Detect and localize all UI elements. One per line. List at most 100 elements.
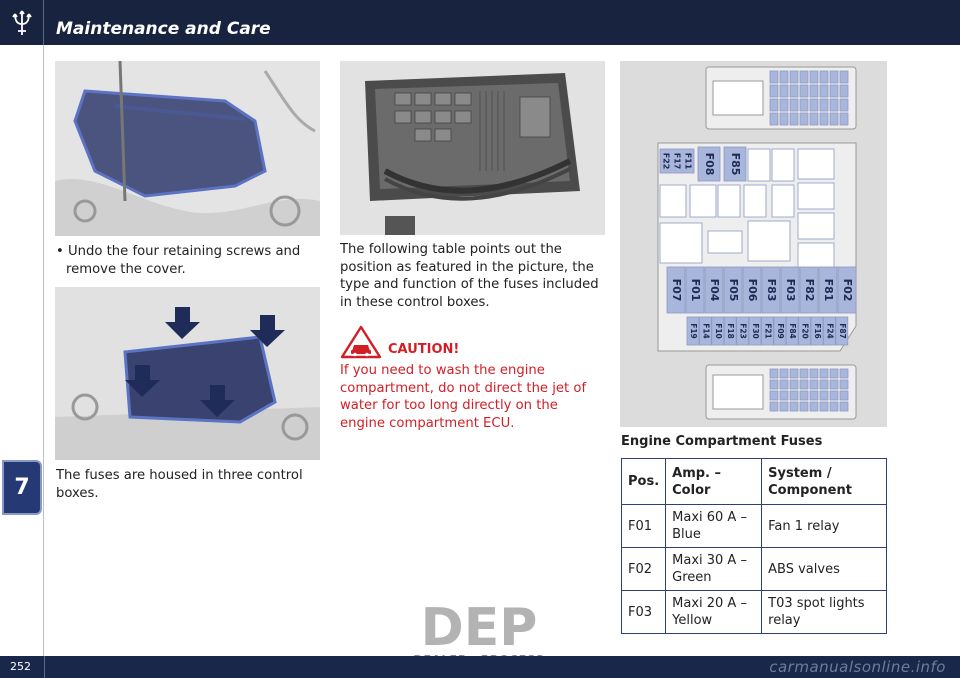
mini-fuse-slot — [819, 84, 829, 98]
mini-fuse-label: F24 — [825, 323, 834, 339]
mini-fuse-slot — [799, 390, 809, 401]
mini-fuse-slot — [809, 368, 819, 379]
mini-fuse-slot — [769, 401, 779, 412]
mini-fuse-label: F21 — [763, 323, 772, 339]
mini-fuse-slot — [809, 98, 819, 112]
maxi-fuse-slot — [799, 266, 819, 314]
mini-fuse-slot — [829, 70, 839, 84]
relay-slot — [771, 148, 795, 182]
mini-fuse-slot — [789, 368, 799, 379]
mini-fuse-slot — [799, 98, 809, 112]
mini-fuse-slot — [799, 401, 809, 412]
mini-fuse-label: F18 — [726, 323, 735, 339]
mini-fuse-slot — [769, 390, 779, 401]
relay-slot — [797, 182, 835, 210]
mini-fuse-slot — [839, 379, 849, 390]
mini-fuse-slot — [711, 316, 725, 346]
fuse-box-screws-photo — [55, 287, 320, 460]
relay-slot — [797, 148, 835, 180]
mini-fuse-slot — [779, 390, 789, 401]
mini-fuse-slot — [819, 112, 829, 126]
mini-fuse-slot — [829, 379, 839, 390]
mini-fuse-slot — [829, 390, 839, 401]
mini-fuse-slot — [822, 316, 836, 346]
cell-pos: F01 — [620, 504, 667, 548]
caution-title: CAUTION! — [388, 342, 460, 357]
mini-fuse-slot — [809, 390, 819, 401]
relay-slot — [747, 220, 791, 262]
mini-fuse-label: F19 — [689, 323, 698, 339]
mini-fuse-slot — [799, 112, 809, 126]
mini-fuse-slot — [769, 379, 779, 390]
fuse-table: Pos. Amp. – Color System / Component F01… — [620, 458, 887, 634]
mini-fuse-slot — [799, 368, 809, 379]
mini-fuse-slot — [819, 98, 829, 112]
relay-slot — [717, 184, 741, 218]
page-footer: 252 carmanualsonline.info — [0, 656, 960, 678]
mini-fuse-slot — [835, 316, 849, 346]
mini-fuse-slot — [829, 401, 839, 412]
mini-fuse-slot — [789, 112, 799, 126]
mini-fuse-slot — [829, 368, 839, 379]
relay-slot — [659, 184, 687, 218]
mini-fuse-slot — [789, 379, 799, 390]
table-intro-text: The following table points out the posit… — [340, 242, 599, 310]
maxi-fuse-label: F07 — [670, 279, 683, 302]
header-system-component: System / Component — [761, 458, 887, 505]
mini-fuse-slot — [789, 84, 799, 98]
cell-pos: F02 — [620, 547, 667, 591]
maxi-fuse-label: F02 — [841, 279, 854, 302]
mini-fuse-slot — [769, 98, 779, 112]
open-fuse-box-photo — [340, 61, 605, 235]
mini-fuse-slot — [789, 70, 799, 84]
bullet-remove-cover: • Undo the four retaining screws and rem… — [56, 244, 301, 277]
mini-fuse-label: F84 — [788, 323, 797, 339]
maxi-fuse-slot — [685, 266, 705, 314]
maxi-fuse-slot — [780, 266, 800, 314]
mini-fuse-slot — [785, 316, 799, 346]
mini-fuse-slot — [809, 84, 819, 98]
relay-slot — [797, 242, 835, 270]
maxi-fuse-label: F04 — [708, 279, 721, 302]
chapter-tab[interactable]: 7 — [2, 460, 42, 515]
mini-fuse-slot — [799, 84, 809, 98]
mini-fuse-slot — [819, 70, 829, 84]
mini-fuse-slot — [799, 70, 809, 84]
maxi-fuse-label: F01 — [689, 279, 702, 302]
maxi-fuse-slot — [837, 266, 857, 314]
relay-slot — [659, 222, 703, 264]
relay-slot — [747, 148, 771, 182]
table-row: F03 Maxi 20 A – Yellow T03 spot lights r… — [620, 590, 887, 634]
cell-component: Fan 1 relay — [761, 504, 887, 548]
mini-fuse-slot — [829, 112, 839, 126]
maxi-fuse-slot — [742, 266, 762, 314]
cell-amp-color: Maxi 60 A – Blue — [665, 504, 763, 548]
mini-fuse-slot — [769, 70, 779, 84]
fuses-housed-text: The fuses are housed in three control bo… — [56, 468, 303, 501]
mini-fuse-label: F14 — [701, 323, 710, 339]
table-header-row: Pos. Amp. – Color System / Component — [620, 458, 887, 505]
mini-fuse-slot — [799, 379, 809, 390]
mini-fuse-slot — [736, 316, 749, 346]
logo-letters: DEP — [421, 598, 538, 658]
mini-fuse-label: F23 — [739, 323, 748, 339]
mini-fuse-slot — [819, 368, 829, 379]
mini-fuse-label: F87 — [838, 323, 847, 339]
maxi-fuse-label: F83 — [765, 279, 778, 302]
mini-fuse-label: F30 — [751, 323, 760, 339]
mini-fuse-slot — [779, 401, 789, 412]
relay-slot — [771, 184, 795, 218]
mini-fuse-slot — [819, 401, 829, 412]
mini-fuse-slot — [760, 316, 774, 346]
maxi-fuse-slot — [818, 266, 838, 314]
relay-slot — [707, 230, 743, 254]
fuse-label: F17 — [673, 153, 682, 170]
mini-fuse-slot — [839, 112, 849, 126]
table-row: F01 Maxi 60 A – Blue Fan 1 relay — [620, 504, 887, 548]
mini-fuse-slot — [789, 390, 799, 401]
top-left-fuse-block — [659, 148, 695, 174]
maxi-fuse-label: F82 — [803, 279, 816, 302]
mini-fuse-slot — [779, 70, 789, 84]
left-rail — [0, 45, 44, 656]
